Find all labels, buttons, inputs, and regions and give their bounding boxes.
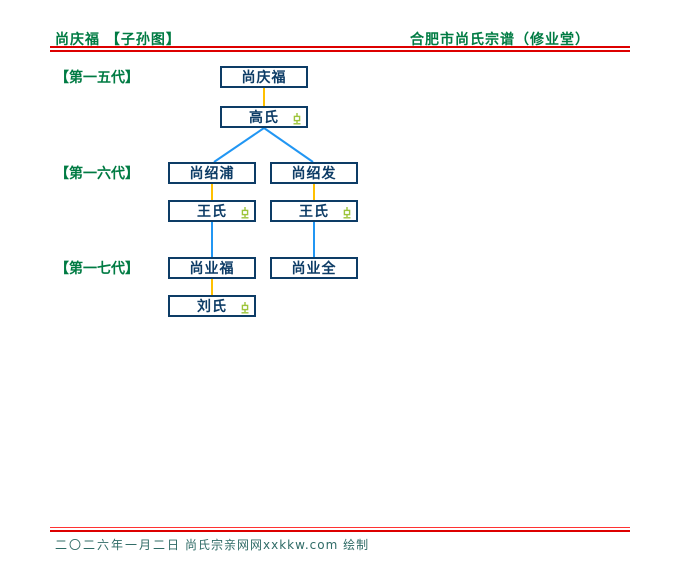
person-name: 高氏 — [249, 110, 279, 126]
person-name: 尚绍发 — [291, 166, 337, 182]
female-marker-icon — [241, 207, 249, 219]
person-name: 尚绍浦 — [189, 166, 235, 182]
page-title-right: 合肥市尚氏宗谱（修业堂） — [410, 32, 590, 48]
person-name: 王氏 — [299, 204, 329, 220]
generation-label-5: 【第一五代】 — [55, 70, 139, 86]
generation-label-7: 【第一七代】 — [55, 261, 139, 277]
person-box-shang-shaopu[interactable]: 尚绍浦 — [168, 162, 256, 184]
person-box-shang-qingfu[interactable]: 尚庆福 — [220, 66, 308, 88]
descent-connector — [263, 127, 314, 163]
female-marker-icon — [293, 113, 301, 125]
footer-date: 二〇二六年一月二日 — [55, 538, 182, 552]
person-box-shang-yefu[interactable]: 尚业福 — [168, 257, 256, 279]
footer-divider-line-top — [50, 527, 630, 528]
spouse-box-wang-shi-1[interactable]: 王氏 — [168, 200, 256, 222]
female-marker-icon — [241, 302, 249, 314]
footer-divider-line-bottom — [50, 530, 630, 532]
female-marker-icon — [343, 207, 351, 219]
person-box-shang-yequan[interactable]: 尚业全 — [270, 257, 358, 279]
descent-connector — [213, 127, 265, 163]
person-name: 尚业福 — [189, 261, 235, 277]
footer-credit: 尚氏宗亲网网xxkkw.com 绘制 — [185, 538, 370, 552]
page-title-left: 尚庆福 【子孙图】 — [55, 32, 181, 48]
spouse-box-wang-shi-2[interactable]: 王氏 — [270, 200, 358, 222]
header-divider-line-bottom — [50, 50, 630, 52]
person-box-shang-shaofa[interactable]: 尚绍发 — [270, 162, 358, 184]
spouse-box-gao-shi[interactable]: 高氏 — [220, 106, 308, 128]
person-name: 尚庆福 — [241, 70, 287, 86]
person-name: 尚业全 — [291, 261, 337, 277]
spouse-box-liu-shi[interactable]: 刘氏 — [168, 295, 256, 317]
generation-label-6: 【第一六代】 — [55, 166, 139, 182]
person-name: 王氏 — [197, 204, 227, 220]
person-name: 刘氏 — [197, 299, 227, 315]
header-divider-line-top — [50, 46, 630, 48]
